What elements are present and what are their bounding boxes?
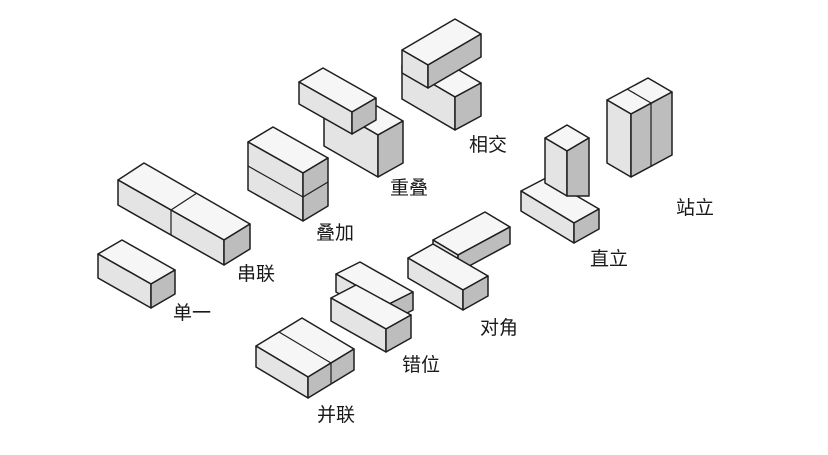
block-intersect bbox=[401, 18, 482, 131]
label-parallel: 并联 bbox=[317, 404, 356, 426]
label-single: 单一 bbox=[173, 302, 212, 324]
label-standing: 站立 bbox=[676, 197, 715, 219]
label-diagonal: 对角 bbox=[480, 317, 519, 339]
label-stack: 叠加 bbox=[316, 222, 355, 244]
label-upright: 直立 bbox=[590, 248, 629, 270]
block-staggered bbox=[330, 261, 414, 353]
block-series bbox=[117, 162, 251, 266]
label-series: 串联 bbox=[237, 263, 276, 285]
label-intersect: 相交 bbox=[469, 134, 508, 156]
label-staggered: 错位 bbox=[402, 354, 441, 376]
block-upright bbox=[520, 124, 600, 244]
block-diagonal bbox=[407, 211, 511, 311]
block-single bbox=[97, 239, 176, 309]
label-overlap: 重叠 bbox=[390, 177, 429, 199]
block-standing bbox=[606, 77, 673, 178]
block-stack bbox=[247, 126, 329, 222]
block-overlap bbox=[298, 67, 404, 178]
block-parallel bbox=[255, 317, 355, 399]
